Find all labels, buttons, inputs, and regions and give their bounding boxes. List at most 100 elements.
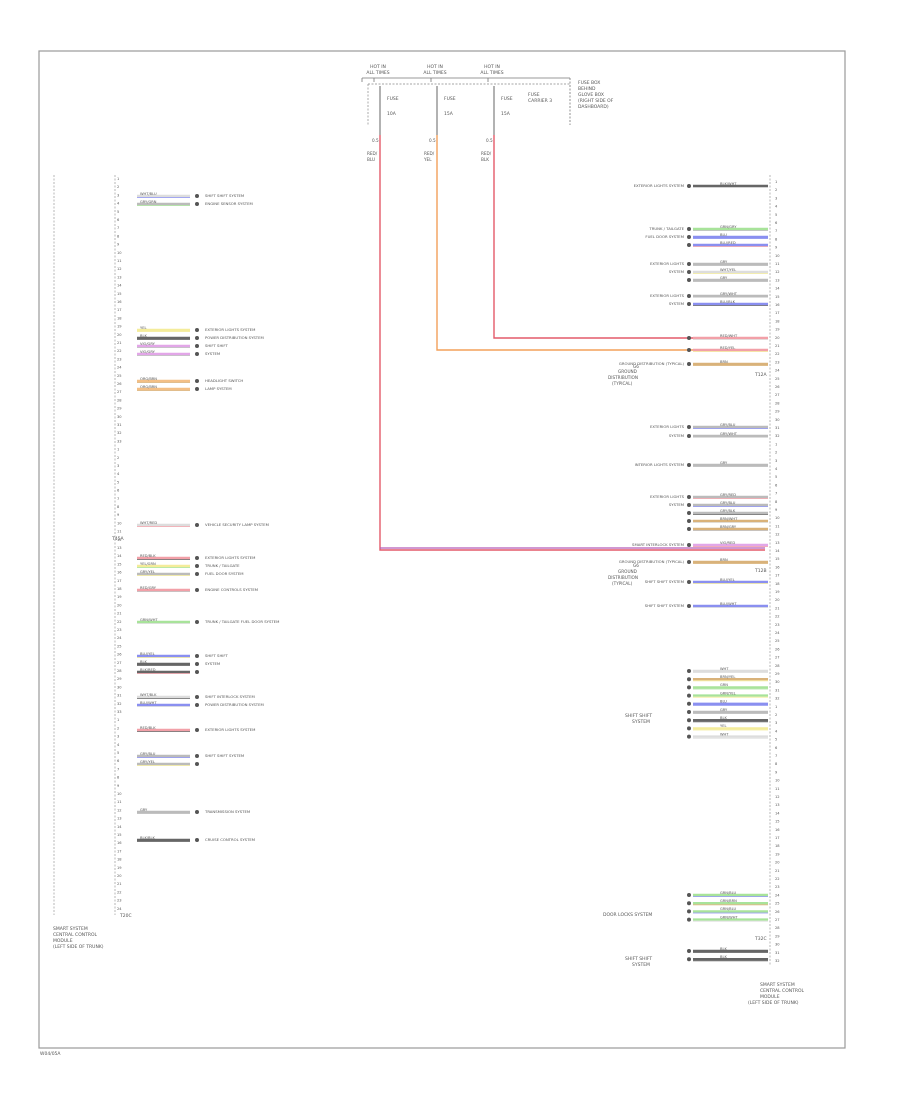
pin-number: 4 [775,205,778,209]
connector-dot [195,328,199,332]
wire-color-label: BLK [720,955,727,959]
connector-dot [687,685,691,690]
svg-text:SMART SYSTEM: SMART SYSTEM [760,982,795,988]
wire-color-label: GRY/YEL [140,760,155,764]
pin-number: 19 [775,328,780,332]
pin-number: 30 [775,943,780,947]
pin-number: 4 [117,202,120,206]
pin-number: 11 [117,800,122,804]
wire-destination: EXTERIOR LIGHTS [650,424,685,429]
pin-number: 5 [775,738,777,742]
pin-number: 8 [117,776,120,780]
pin-number: 31 [117,423,122,427]
wire-color-label: GRY/WHT [720,292,738,296]
pin-number: 28 [775,401,780,405]
wire-destination: CRUISE CONTROL SYSTEM [205,837,255,842]
wire-color-label: BLU/YEL [720,578,735,582]
pin-number: 27 [775,393,780,397]
svg-text:CENTRAL CONTROL: CENTRAL CONTROL [760,988,805,994]
pin-number: 4 [775,467,778,471]
pin-number: 29 [775,934,780,938]
pin-number: 19 [775,590,780,594]
pin-number: 17 [117,849,122,853]
pin-number: 31 [117,694,122,698]
connector-dot [687,270,691,274]
pin-number: 2 [117,456,119,460]
wire-color-label: WHT/YEL [720,268,736,272]
pin-number: 24 [775,631,780,635]
pin-number: 32 [775,434,780,438]
wire-destination: EXTERIOR LIGHTS SYSTEM [205,727,255,732]
pin-number: 1 [117,177,119,181]
pin-number: 1 [775,180,777,184]
pin-number: 7 [775,229,777,233]
pin-number: 12 [775,795,780,799]
wire-color-label: WHT/RED [140,521,157,525]
pin-number: 15 [117,292,122,296]
pin-number: 18 [775,319,780,323]
wire-destination: EXTERIOR LIGHTS SYSTEM [634,183,684,188]
connector-dot [195,695,199,699]
pin-number: 13 [117,546,122,550]
connector-dot [687,677,691,682]
svg-text:SHIFT SHIFT: SHIFT SHIFT [625,713,652,719]
pin-number: 12 [775,270,780,274]
right-wire-row: GRY/BLK [687,509,768,515]
connector-dot [195,838,199,842]
wire-destination: GROUND DISTRIBUTION (TYPICAL) [619,559,685,564]
pin-number: 16 [117,300,122,304]
pin-number: 24 [775,893,780,897]
pin-number: 22 [117,620,122,624]
pin-number: 6 [117,759,120,763]
pin-number: 18 [775,582,780,586]
door-locks-label: DOOR LOCKS SYSTEM [603,912,652,918]
wire-destination: SHIFT SHIFT SYSTEM [205,753,244,758]
svg-text:15A: 15A [444,111,454,117]
wire-destination: LAMP SYSTEM [205,386,232,391]
wire-destination: ENGINE CONTROLS SYSTEM [205,587,258,592]
pin-number: 21 [775,869,780,873]
wire-color-label: RED/GRY [140,586,157,590]
wire-destination: FUEL DOOR SYSTEM [645,234,684,239]
wire-color-label: GRY/WHT [720,432,738,436]
wire-color-label: BLK/BLK [140,836,156,840]
connector-dot [687,718,691,723]
connector-dot [687,348,691,352]
right-wire-row: YEL [687,724,768,731]
pin-number: 29 [775,410,780,414]
svg-text:BEHIND: BEHIND [578,86,596,92]
pin-number: 15 [117,562,122,566]
pin-number: 13 [775,278,780,282]
wire-destination: EXTERIOR LIGHTS SYSTEM [205,327,255,332]
wire-color-label: RED/BLK [140,554,156,558]
pin-number: 7 [117,497,119,501]
wire-color-label: RED/BLK [140,726,156,730]
pin-number: 8 [117,234,120,238]
svg-text:(TYPICAL): (TYPICAL) [612,381,633,386]
svg-text:FUSE: FUSE [444,96,456,102]
pin-number: 29 [117,677,122,681]
pin-number: 17 [775,836,780,840]
pin-number: 16 [775,565,780,569]
pin-number: 22 [775,615,780,619]
wire-destination: SYSTEM [669,433,684,438]
bottom-shift-label: SHIFT SHIFT SYSTEM [625,956,652,968]
pin-number: 6 [775,746,778,750]
pin-number: 26 [775,385,780,389]
wire-color-label: ORG/BRN [140,377,157,381]
wire-color-label: BRN/YEL [720,675,735,679]
pin-number: 17 [117,308,122,312]
pin-number: 14 [775,811,780,815]
fuse-box-3: HOT IN ALL TIMES [480,64,503,76]
footer-code: W04/05A [40,1051,61,1057]
connector-dot [687,734,691,739]
svg-text:ALL TIMES: ALL TIMES [480,70,503,76]
svg-text:CENTRAL CONTROL: CENTRAL CONTROL [53,932,98,938]
pin-number: 2 [775,451,777,455]
connector-dot [687,527,691,531]
connector-dot [687,669,691,673]
